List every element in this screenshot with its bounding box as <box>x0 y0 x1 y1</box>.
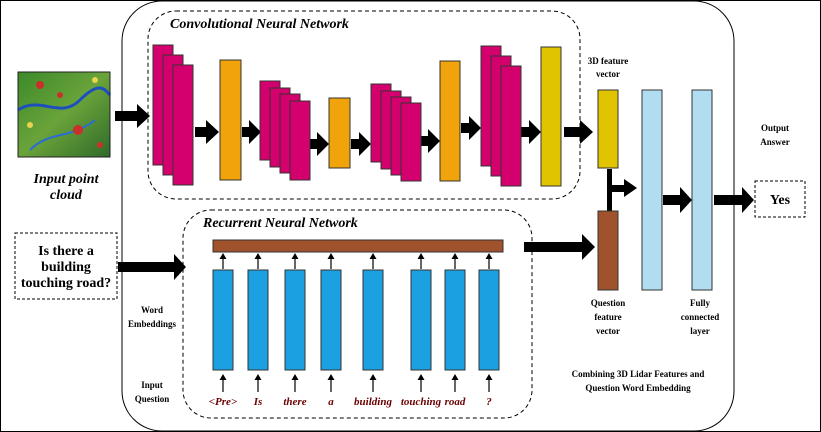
rnn-title: Recurrent Neural Network <box>202 216 358 231</box>
token-label: Is <box>253 396 263 408</box>
embedding-column <box>410 269 432 371</box>
up-arrow-icon <box>219 374 227 392</box>
question-box <box>14 232 118 300</box>
feature-3d-label-2: vector <box>596 69 620 79</box>
output-answer: Yes <box>770 193 791 208</box>
embedding-column <box>212 269 234 371</box>
conv-block-1 <box>152 44 194 186</box>
fc-label-2: connected <box>681 312 720 322</box>
token-label: building <box>354 396 392 408</box>
cnn-title: Convolutional Neural Network <box>170 17 349 32</box>
question-line-3: touching road? <box>21 276 111 291</box>
output-label-2: Answer <box>760 137 790 147</box>
up-arrow-icon <box>369 374 377 392</box>
up-arrow-icon <box>254 253 262 269</box>
combining-label-1: Combining 3D Lidar Features and <box>572 369 705 379</box>
conv-block-3 <box>370 83 422 182</box>
token-label: a <box>328 396 334 408</box>
fc-layer-2 <box>691 89 713 291</box>
question-feature-vector <box>597 210 619 291</box>
fc-label-3: layer <box>690 326 710 336</box>
token-label: ? <box>486 396 492 408</box>
question-feature-label-1: Question <box>591 298 626 308</box>
cnn-box <box>147 10 581 200</box>
up-arrow-icon <box>369 253 377 269</box>
point-cloud-image <box>17 71 112 158</box>
feature-3d-label: 3D feature <box>588 56 629 66</box>
token-label: <Pre> <box>209 396 237 408</box>
up-arrow-icon <box>485 374 493 392</box>
word-embeddings-label-1: Word <box>141 305 163 315</box>
up-arrow-icon <box>485 253 493 269</box>
token-label: road <box>445 396 466 408</box>
embedding-column <box>362 269 384 371</box>
question-line-2: building <box>41 260 91 275</box>
combining-label-2: Question Word Embedding <box>585 383 691 393</box>
fc-layer-1 <box>641 89 663 291</box>
output-label-1: Output <box>761 123 789 133</box>
up-arrow-icon <box>254 374 262 392</box>
thick-arrows <box>115 104 754 280</box>
pool-layer-1 <box>219 59 242 181</box>
cnn-layers <box>152 44 562 187</box>
up-arrow-icon <box>327 374 335 392</box>
fc-label-1: Fully <box>690 298 711 308</box>
input-question-label-2: Question <box>135 394 170 404</box>
embedding-column <box>478 269 500 371</box>
input-point-cloud-label-2: cloud <box>50 188 83 203</box>
embedding-column <box>320 269 342 371</box>
embedding-column <box>284 269 306 371</box>
pool-layer-3 <box>439 60 461 182</box>
up-arrow-icon <box>451 253 459 269</box>
token-label: touching <box>401 396 442 408</box>
up-arrow-icon <box>219 253 227 269</box>
question-feature-label-2: feature <box>594 312 621 322</box>
main-container <box>121 0 735 432</box>
conv-block-4 <box>480 45 522 187</box>
pool-layer-2 <box>328 97 351 169</box>
output-box <box>754 180 806 218</box>
rnn-box <box>182 209 533 419</box>
feature-3d-vector <box>597 89 619 169</box>
input-question-label-1: Input <box>141 380 163 390</box>
feature-layer <box>540 46 562 187</box>
embedding-column <box>247 269 269 371</box>
up-arrow-icon <box>417 253 425 269</box>
word-embeddings-label-2: Embeddings <box>128 319 177 329</box>
up-arrow-icon <box>327 253 335 269</box>
up-arrow-icon <box>291 374 299 392</box>
embedding-column <box>444 269 466 371</box>
up-arrow-icon <box>417 374 425 392</box>
token-label: there <box>283 396 306 408</box>
up-arrow-icon <box>451 374 459 392</box>
question-feature-label-3: vector <box>596 326 620 336</box>
up-arrow-icon <box>291 253 299 269</box>
rnn-bar <box>212 239 504 253</box>
input-point-cloud-label: Input point <box>33 172 100 187</box>
conv-block-2 <box>259 80 311 181</box>
question-line-1: Is there a <box>38 244 94 259</box>
